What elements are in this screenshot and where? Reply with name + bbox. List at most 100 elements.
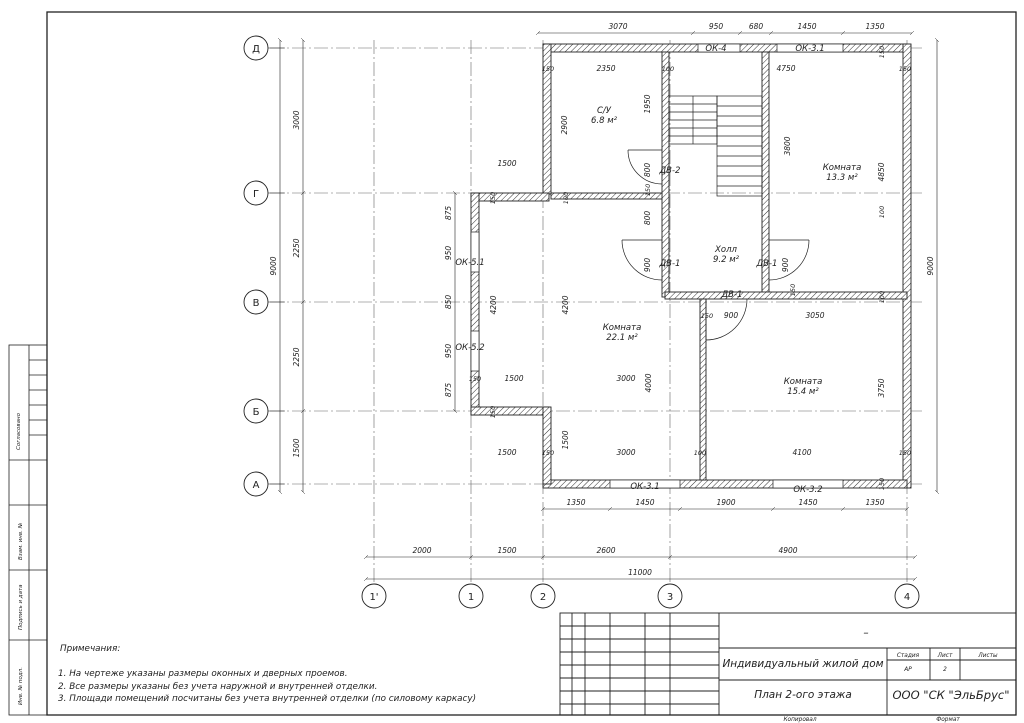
dim-800-a: 800 bbox=[643, 163, 652, 178]
axis-label-4: 4 bbox=[904, 592, 910, 603]
dim-900-a: 900 bbox=[643, 258, 652, 273]
room-labels: С/У 6.8 м² Комнатa 13.3 м² Холл 9.2 м² К… bbox=[591, 106, 861, 397]
dim-1500-c: 1500 bbox=[497, 448, 516, 457]
room-k1-area: 13.3 м² bbox=[826, 173, 858, 183]
stamp-sheet-label: Лист bbox=[937, 653, 953, 659]
dim-su-100: 100 bbox=[662, 65, 674, 73]
dim-4200-a: 4200 bbox=[489, 295, 498, 314]
room-k3-name: Комнатa bbox=[784, 377, 823, 387]
stamp-sheet-number: 2 bbox=[943, 667, 947, 673]
axis-label-a: А bbox=[253, 480, 260, 491]
room-su-name: С/У bbox=[597, 106, 612, 116]
dim-top-0: 3070 bbox=[608, 22, 627, 31]
dim-100-a: 100 bbox=[562, 192, 570, 204]
dim-k1-4850: 4850 bbox=[877, 162, 886, 181]
dim-open-3: 950 bbox=[444, 344, 453, 359]
dim-overall: 11000 bbox=[628, 568, 652, 577]
dim-100-d: 100 bbox=[878, 206, 886, 218]
label-dv1-a: ДВ-1 bbox=[659, 259, 681, 269]
dim-su-width: 2350 bbox=[596, 64, 615, 73]
dim-left-3: 1500 bbox=[292, 438, 301, 457]
stamp-stage-label: Стадия bbox=[897, 653, 920, 659]
notes: Примечания: 1. На чертеже указаны размер… bbox=[58, 644, 476, 704]
axis-label-v: В bbox=[253, 298, 260, 309]
dim-900-b: 900 bbox=[781, 258, 790, 273]
dim-150-b: 150 bbox=[899, 65, 911, 73]
dim-su-height: 2900 bbox=[560, 115, 569, 134]
label-ok32: ОК-3.2 bbox=[793, 485, 822, 495]
drawing-frame bbox=[46, 11, 1017, 716]
dim-4100: 4100 bbox=[792, 448, 811, 457]
stamp-stage: АР bbox=[903, 667, 912, 673]
dim-left-1: 2250 bbox=[292, 238, 301, 257]
dim-1500-a: 1500 bbox=[497, 159, 516, 168]
dim-left-overall: 9000 bbox=[269, 256, 278, 275]
side-label-signature: Подпись и дата bbox=[18, 584, 24, 630]
dim-1500-b: 1500 bbox=[504, 374, 523, 383]
dim-k1-height: 3800 bbox=[783, 136, 792, 155]
side-stamp bbox=[8, 344, 48, 716]
dim-open-4: 875 bbox=[444, 383, 453, 398]
axis-label-2: 2 bbox=[540, 592, 546, 603]
dim-axis-0: 2000 bbox=[412, 546, 431, 555]
stamp-copied: Копировал bbox=[783, 717, 816, 723]
dim-3750: 3750 bbox=[877, 378, 886, 397]
dim-3050: 3050 bbox=[805, 311, 824, 320]
side-label-inventory: Инв. № подл. bbox=[18, 667, 24, 705]
room-k2-area: 22.1 м² bbox=[606, 333, 638, 343]
room-k2-name: Комнатa bbox=[603, 323, 642, 333]
side-label-approved: Согласовано bbox=[16, 412, 22, 450]
dim-left-2: 2250 bbox=[292, 347, 301, 366]
dim-3000-a: 3000 bbox=[616, 374, 635, 383]
stamp-company: ООО "СК "ЭльБрус" bbox=[892, 688, 1009, 702]
axis-bubbles-rows: Д Г В Б А bbox=[243, 35, 285, 497]
dim-3000-b: 3000 bbox=[616, 448, 635, 457]
windows bbox=[470, 43, 844, 489]
dim-150-g: 150 bbox=[789, 284, 797, 296]
dim-left-0: 3000 bbox=[292, 110, 301, 129]
dim-4000: 4000 bbox=[644, 373, 653, 392]
title-block-texts: – Индивидуальный жилой дом План 2-ого эт… bbox=[722, 627, 1009, 702]
dim-bot-0: 1350 bbox=[566, 498, 585, 507]
dimension-texts: 3070 950 680 1450 1350 1350 1450 1900 14… bbox=[269, 22, 935, 577]
room-k1-name: Комнатa bbox=[823, 163, 862, 173]
dim-axis-3: 4900 bbox=[778, 546, 797, 555]
room-hall-name: Холл bbox=[714, 245, 737, 255]
stamp-sheets-label: Листы bbox=[977, 653, 998, 659]
label-dv1-c: ДВ-1 bbox=[721, 290, 743, 300]
axis-label-1: 1 bbox=[468, 592, 474, 603]
label-dv2: ДВ-2 bbox=[659, 166, 681, 176]
label-ok51: ОК-5.1 bbox=[455, 258, 484, 268]
dim-150-e: 150 bbox=[644, 184, 652, 196]
dim-top-3: 1450 bbox=[797, 22, 816, 31]
label-ok4: ОК-4 bbox=[705, 44, 726, 54]
dim-open-2: 850 bbox=[444, 295, 453, 310]
room-su-area: 6.8 м² bbox=[591, 116, 618, 126]
dimension-lines bbox=[277, 33, 940, 582]
dim-4200-b: 4200 bbox=[561, 295, 570, 314]
dim-right-overall: 9000 bbox=[926, 256, 935, 275]
dim-150-a: 150 bbox=[542, 65, 554, 73]
walls bbox=[470, 43, 912, 489]
stamp-sheet-title: План 2-ого этажа bbox=[754, 689, 852, 701]
notes-item-2: 2. Все размеры указаны без учета наружно… bbox=[58, 682, 377, 692]
side-stamp-labels: Инв. № подл. Подпись и дата Взам. инв. №… bbox=[16, 412, 24, 705]
label-ok31-top: ОК-3.1 bbox=[795, 44, 824, 54]
axis-bubbles-cols: 1' 1 2 3 4 bbox=[361, 583, 920, 609]
dim-900-w: 900 bbox=[724, 311, 739, 320]
dim-open-1: 950 bbox=[444, 246, 453, 261]
dim-150-i: 150 bbox=[489, 406, 497, 418]
staircase bbox=[668, 95, 763, 197]
dim-top-4: 1350 bbox=[865, 22, 884, 31]
label-ok31-bot: ОК-3.1 bbox=[630, 482, 659, 492]
dim-150-f: 150 bbox=[701, 312, 713, 320]
dim-150-c: 150 bbox=[878, 46, 886, 58]
axis-label-d: Д bbox=[252, 44, 260, 55]
stamp-project: Индивидуальный жилой дом bbox=[722, 658, 883, 670]
dim-axis-2: 2600 bbox=[596, 546, 615, 555]
dim-bot-3: 1450 bbox=[798, 498, 817, 507]
dim-open-0: 875 bbox=[444, 206, 453, 221]
stamp-format: Формат bbox=[936, 717, 960, 723]
notes-item-1: 1. На чертеже указаны размеры оконных и … bbox=[58, 669, 348, 679]
dim-150-h: 150 bbox=[469, 375, 481, 383]
